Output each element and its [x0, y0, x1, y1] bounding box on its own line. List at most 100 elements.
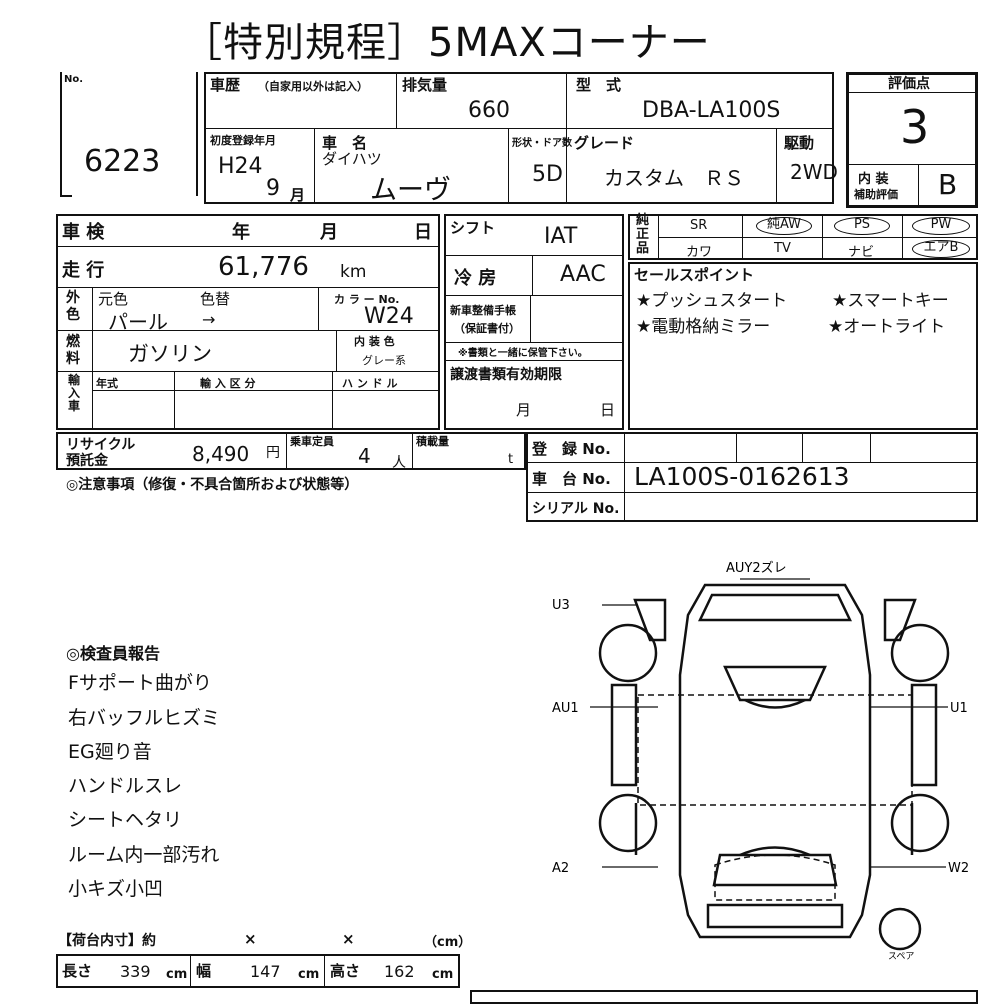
- inspector-item-1: Fサポート曲がり: [68, 672, 212, 694]
- cargo-unit-label: （cm）: [424, 935, 472, 950]
- change-color-label: 色替: [200, 290, 231, 308]
- side-right: [910, 683, 938, 787]
- score-label: 評価点: [888, 76, 930, 92]
- label-w2: W2: [948, 861, 969, 876]
- interior-score-value: B: [938, 168, 958, 201]
- warranty-label: 新車整備手帳: [450, 304, 516, 317]
- cargo-x1: ×: [244, 930, 257, 948]
- equip-ps: PS: [834, 217, 890, 235]
- inspector-item-6: ルーム内一部汚れ: [68, 844, 220, 866]
- label-u3: U3: [552, 598, 570, 613]
- interior-score-sub: 補助評価: [854, 188, 898, 201]
- equip-aw: 純AW: [756, 217, 812, 235]
- cargo-width: 147: [250, 962, 281, 981]
- vehicle-info-box: [204, 72, 834, 204]
- notes-label: ◎注意事項（修復・不具合箇所および状態等）: [66, 477, 359, 493]
- serial-label: シリアル No.: [532, 501, 620, 517]
- doors-value: 5D: [532, 162, 563, 187]
- displacement-label: 排気量: [402, 76, 448, 94]
- windshield: [723, 665, 827, 702]
- color-arrow: →: [202, 310, 216, 329]
- detail-box: [56, 214, 440, 430]
- color-code-label: カ ラ ー No.: [334, 293, 400, 306]
- ac-value: AAC: [560, 262, 606, 287]
- label-a2: A2: [552, 861, 569, 876]
- shift-label: シフト: [450, 219, 496, 237]
- sales-point-2: ★スマートキー: [832, 291, 949, 311]
- equip-leather: カワ: [686, 245, 713, 260]
- inspection-label: 車 検: [62, 222, 105, 243]
- inspection-year: 年: [232, 222, 250, 243]
- registration-box: [526, 432, 978, 522]
- load-unit: t: [508, 452, 514, 467]
- equip-sr: SR: [690, 218, 708, 233]
- import-type-label: 輸 入 区 分: [200, 377, 256, 390]
- inspection-day: 日: [414, 222, 432, 243]
- recycle-label-2: 預託金: [66, 453, 108, 469]
- trunk: [706, 903, 844, 929]
- car-body-outline: [678, 583, 872, 939]
- warranty-sub: （保証書付）: [454, 322, 520, 335]
- cargo-height: 162: [384, 962, 415, 981]
- cargo-x2: ×: [342, 930, 355, 948]
- cargo-box: [56, 954, 460, 988]
- bottom-right-box: [470, 990, 978, 1004]
- score-box: [846, 72, 978, 208]
- first-reg-month: 9: [266, 176, 280, 201]
- import-handle-label: ハ ン ド ル: [342, 377, 398, 390]
- model-label: 型 式: [576, 76, 622, 94]
- shift-box: [444, 214, 624, 430]
- sales-point-4: ★オートライト: [828, 317, 946, 337]
- equipment-label: 純正品: [636, 213, 650, 256]
- label-u1: U1: [950, 701, 968, 716]
- cargo-length-label: 長さ: [62, 962, 93, 980]
- cargo-height-cm: cm: [432, 967, 454, 982]
- wheel-front-right: [890, 623, 950, 683]
- car-name-value: ムーヴ: [370, 175, 451, 206]
- recycle-label-1: リサイクル: [66, 437, 136, 453]
- wheel-front-left: [598, 623, 658, 683]
- import-side-label: 輸入車: [68, 373, 81, 413]
- inspector-item-4: ハンドルスレ: [68, 775, 183, 797]
- sales-points-box: [628, 262, 978, 430]
- cargo-length: 339: [120, 962, 151, 981]
- registration-label: 登 録 No.: [532, 440, 611, 458]
- sales-point-3: ★電動格納ミラー: [636, 317, 771, 337]
- cargo-height-label: 高さ: [330, 962, 361, 980]
- fuel-label: 燃料: [66, 334, 80, 367]
- lot-number: 6223: [84, 144, 161, 179]
- equip-tv: TV: [774, 241, 791, 256]
- page-title: ［特別規程］5MAXコーナー: [182, 20, 711, 66]
- lot-bracket-left: [60, 72, 62, 196]
- lot-bracket-bottom: [60, 195, 72, 197]
- color-side-label: 外色: [66, 290, 80, 323]
- recycle-unit: 円: [266, 445, 280, 461]
- inspector-item-3: EG廻り音: [68, 741, 152, 763]
- inspector-label: ◎検査員報告: [66, 644, 160, 663]
- chassis-value: LA100S-0162613: [634, 462, 850, 491]
- car-name-label: 車 名: [322, 134, 368, 152]
- interior-color-label: 内 装 色: [354, 335, 395, 348]
- grade-value: カスタム ＲＳ: [604, 166, 744, 190]
- recycle-box: [56, 432, 526, 470]
- wheel-rear-right: [890, 793, 950, 853]
- transfer-label: 譲渡書類有効期限: [450, 367, 562, 383]
- fuel-value: ガソリン: [128, 342, 212, 366]
- warranty-note: ※書類と一緒に保管下さい。: [458, 348, 588, 359]
- cargo-length-cm: cm: [166, 967, 188, 982]
- ac-label: 冷 房: [454, 268, 497, 289]
- door-left-front: [633, 598, 667, 642]
- grade-label: グレード: [574, 134, 635, 152]
- history-note: （自家用以外は記入）: [258, 80, 368, 93]
- first-reg-year: H24: [218, 154, 263, 179]
- lot-no-label: No.: [64, 74, 84, 85]
- doors-label: 形状・ドア数: [512, 138, 572, 149]
- chassis-label: 車 台 No.: [532, 470, 611, 488]
- shift-value: IAT: [544, 224, 578, 249]
- interior-score-label: 内 装: [858, 172, 889, 187]
- history-label: 車歴: [210, 76, 241, 94]
- mileage-unit: km: [340, 262, 367, 282]
- transfer-day: 日: [600, 401, 616, 419]
- cabin-dashed: [637, 694, 913, 806]
- equip-navi: ナビ: [848, 245, 875, 260]
